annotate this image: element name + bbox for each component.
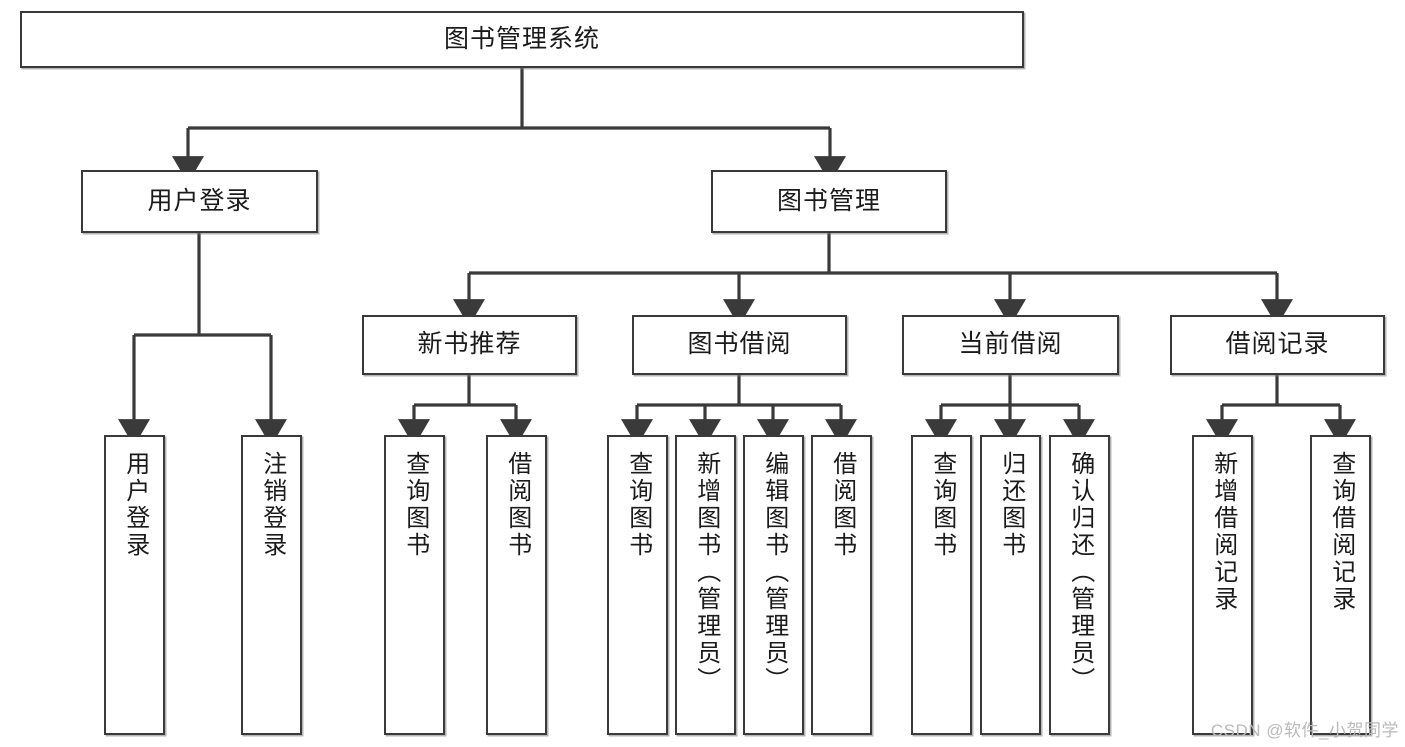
node-label: 查询借阅记录 [1327,451,1355,613]
node-label: 编辑图书（管理员） [760,451,788,694]
leaf-add-book-admin[interactable]: 新增图书（管理员） [675,435,736,735]
leaf-logout[interactable]: 注销登录 [241,435,302,735]
node-label: 借阅记录 [1225,330,1330,359]
node-label: 图书管理 [776,186,881,215]
leaf-borrow-book-recommend[interactable]: 借阅图书 [486,435,547,735]
leaf-user-login[interactable]: 用户登录 [104,435,165,735]
leaf-return-book[interactable]: 归还图书 [980,435,1041,735]
node-borrow-record[interactable]: 借阅记录 [1170,315,1385,375]
leaf-add-borrow-record[interactable]: 新增借阅记录 [1192,435,1253,735]
node-label: 查询图书 [401,451,429,559]
leaf-query-book-current[interactable]: 查询图书 [911,435,972,735]
node-label: 借阅图书 [828,451,856,559]
node-label: 新增图书（管理员） [692,451,720,694]
node-label: 用户登录 [121,451,149,559]
node-label: 查询图书 [928,451,956,559]
node-label: 当前借阅 [958,330,1063,359]
node-label: 图书借阅 [687,330,792,359]
leaf-query-book-borrow[interactable]: 查询图书 [607,435,668,735]
csdn-watermark: CSDN @软件_小贺同学 [1210,721,1399,740]
node-label: 图书管理系统 [443,24,600,53]
leaf-query-book-recommend[interactable]: 查询图书 [384,435,445,735]
leaf-query-borrow-record[interactable]: 查询借阅记录 [1310,435,1371,735]
node-label: 确认归还（管理员） [1066,451,1094,694]
node-book-management[interactable]: 图书管理 [711,170,947,233]
node-label: 用户登录 [147,186,252,215]
node-label: 借阅图书 [503,451,531,559]
leaf-edit-book-admin[interactable]: 编辑图书（管理员） [743,435,804,735]
leaf-borrow-book[interactable]: 借阅图书 [811,435,872,735]
node-label: 归还图书 [997,451,1025,559]
node-label: 新书推荐 [417,330,522,359]
node-book-management-system[interactable]: 图书管理系统 [20,11,1024,68]
leaf-confirm-return-admin[interactable]: 确认归还（管理员） [1049,435,1110,735]
node-label: 新增借阅记录 [1209,451,1237,613]
node-label: 查询图书 [624,451,652,559]
node-user-login[interactable]: 用户登录 [81,170,318,233]
node-new-book-recommend[interactable]: 新书推荐 [362,315,577,375]
node-current-borrow[interactable]: 当前借阅 [902,315,1119,375]
node-label: 注销登录 [258,451,286,559]
node-book-borrow[interactable]: 图书借阅 [632,315,847,375]
